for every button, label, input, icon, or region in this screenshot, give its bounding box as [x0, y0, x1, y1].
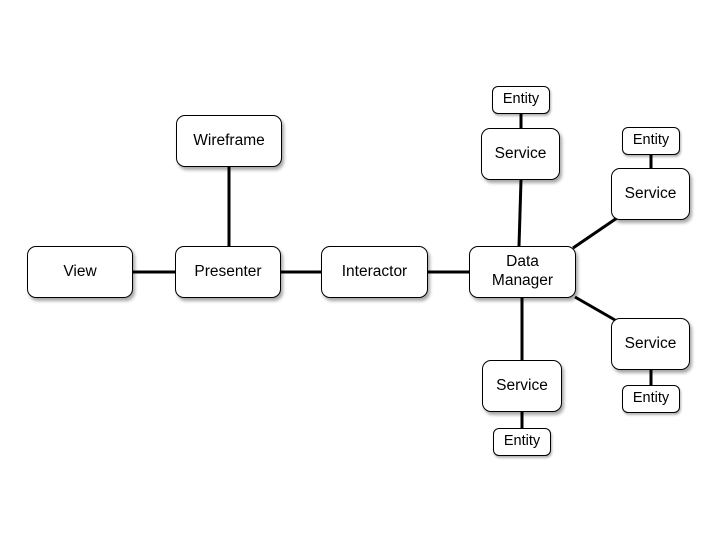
edge-datamanager-service-lower-right [574, 295, 616, 322]
entity-node-upper-right[interactable]: Entity [622, 127, 680, 155]
edge-datamanager-service-top [517, 179, 523, 247]
presenter-node[interactable]: Presenter [175, 246, 281, 298]
service-node-top[interactable]: Service [481, 128, 560, 180]
entity-node-lower-right[interactable]: Entity [622, 385, 680, 413]
wireframe-node[interactable]: Wireframe [176, 115, 282, 167]
presenter-node-label: Presenter [194, 262, 262, 280]
service-node-bottom[interactable]: Service [482, 360, 562, 412]
wireframe-node-label: Wireframe [193, 131, 265, 149]
interactor-node[interactable]: Interactor [321, 246, 428, 298]
data-manager-node[interactable]: Data Manager [469, 246, 576, 298]
view-node[interactable]: View [27, 246, 133, 298]
entity-node-bottom[interactable]: Entity [493, 428, 551, 456]
service-node-top-label: Service [494, 144, 547, 162]
data-manager-node-label: Data Manager [491, 253, 554, 289]
service-node-lower-right[interactable]: Service [611, 318, 690, 370]
service-node-upper-right[interactable]: Service [611, 168, 690, 220]
interactor-node-label: Interactor [341, 262, 408, 280]
view-node-label: View [63, 262, 97, 280]
entity-node-lower-right-label: Entity [632, 390, 670, 407]
entity-node-top-label: Entity [502, 91, 540, 108]
service-node-upper-right-label: Service [624, 184, 677, 202]
service-node-bottom-label: Service [496, 376, 548, 394]
entity-node-upper-right-label: Entity [632, 132, 670, 149]
entity-node-top[interactable]: Entity [492, 86, 550, 114]
service-node-lower-right-label: Service [624, 334, 677, 352]
entity-node-bottom-label: Entity [503, 433, 541, 450]
edge-datamanager-service-upper-right [572, 216, 618, 250]
